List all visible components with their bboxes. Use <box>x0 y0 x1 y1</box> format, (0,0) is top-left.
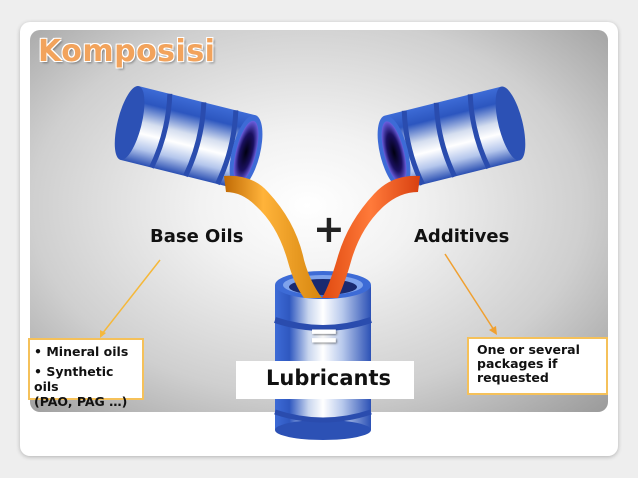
base-oil-stream <box>224 175 322 298</box>
base-oils-label: Base Oils <box>150 226 244 247</box>
base-oils-callout-box: • Mineral oils • Synthetic oils (PAO, PA… <box>28 338 144 409</box>
bottom-drum <box>274 271 372 440</box>
lubricants-banner: Lubricants <box>236 361 414 399</box>
callout-text: One or several packages if requested <box>477 342 580 385</box>
left-drum <box>114 85 263 190</box>
left-callout-arrow <box>100 259 161 338</box>
additives-callout-box: One or several packages if requested <box>467 337 608 395</box>
right-callout-arrow <box>444 253 497 335</box>
additives-label: Additives <box>414 226 510 247</box>
slide-title: Komposisi <box>38 34 216 69</box>
callout-item: (PAO, PAG …) <box>34 394 128 409</box>
callout-item: • Synthetic oils <box>34 364 114 394</box>
callout-item: • Mineral oils <box>34 344 129 359</box>
lubricants-label: Lubricants <box>266 366 392 390</box>
additive-stream <box>322 175 420 298</box>
right-drum <box>377 86 526 190</box>
equals-sign: = <box>308 313 340 357</box>
plus-sign: + <box>313 207 345 251</box>
